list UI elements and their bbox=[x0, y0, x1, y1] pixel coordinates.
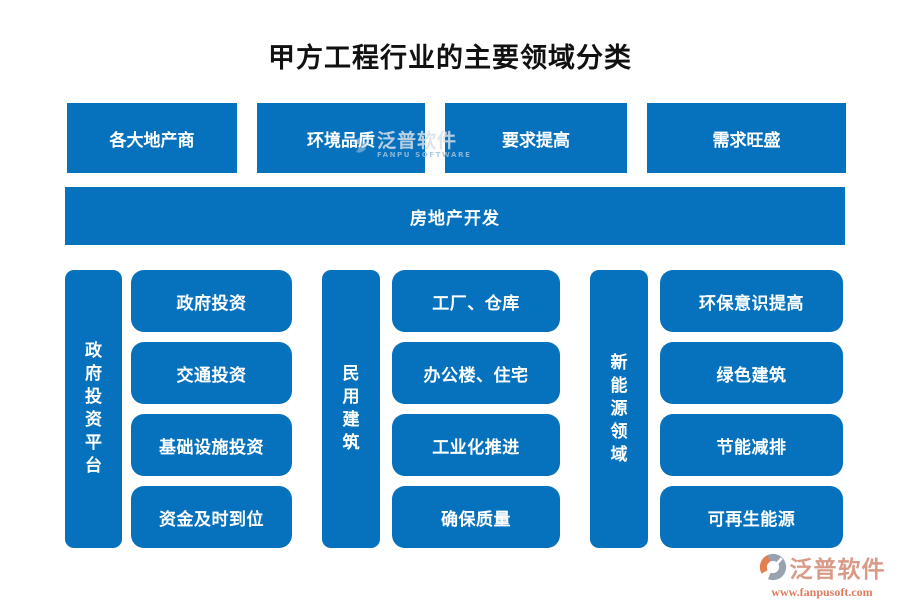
fanpu-logo-icon bbox=[759, 553, 786, 581]
section-label-government-investment-platform: 政府投资平台 bbox=[65, 270, 122, 548]
section-items-new-energy: 环保意识提高 绿色建筑 节能减排 可再生能源 bbox=[660, 270, 843, 548]
item-government-investment: 政府投资 bbox=[131, 270, 292, 332]
section-label-text: 新能源领域 bbox=[610, 352, 628, 465]
item-office-residential: 办公楼、住宅 bbox=[392, 342, 560, 404]
section-label-text: 民用建筑 bbox=[342, 364, 360, 453]
item-renewable-energy: 可再生能源 bbox=[660, 486, 843, 548]
item-transport-investment: 交通投资 bbox=[131, 342, 292, 404]
factor-box-developers: 各大地产商 bbox=[67, 103, 237, 173]
section-items-government: 政府投资 交通投资 基础设施投资 资金及时到位 bbox=[131, 270, 292, 548]
section-label-text: 政府投资平台 bbox=[85, 341, 102, 476]
section-label-civil-construction: 民用建筑 bbox=[322, 270, 380, 548]
item-green-building: 绿色建筑 bbox=[660, 342, 843, 404]
item-environmental-awareness: 环保意识提高 bbox=[660, 270, 843, 332]
item-industrialization: 工业化推进 bbox=[392, 414, 560, 476]
item-factory-warehouse: 工厂、仓库 bbox=[392, 270, 560, 332]
page-title: 甲方工程行业的主要领域分类 bbox=[268, 43, 632, 74]
logo-website-url: www.fanpusoft.com bbox=[771, 585, 873, 599]
section-label-new-energy: 新能源领域 bbox=[590, 270, 648, 548]
section-items-civil: 工厂、仓库 办公楼、住宅 工业化推进 确保质量 bbox=[392, 270, 560, 548]
top-factors-row: 各大地产商 环境品质 要求提高 需求旺盛 bbox=[67, 103, 846, 173]
factor-box-environment-quality: 环境品质 bbox=[257, 103, 425, 173]
fanpu-logo: 泛普软件 www.fanpusoft.com bbox=[747, 550, 897, 600]
banner-real-estate-development: 房地产开发 bbox=[65, 187, 845, 245]
item-infrastructure-investment: 基础设施投资 bbox=[131, 414, 292, 476]
item-energy-saving: 节能减排 bbox=[660, 414, 843, 476]
factor-box-higher-requirements: 要求提高 bbox=[445, 103, 627, 173]
item-quality-assurance: 确保质量 bbox=[392, 486, 560, 548]
factor-box-strong-demand: 需求旺盛 bbox=[647, 103, 846, 173]
logo-company-name: 泛普软件 bbox=[789, 557, 886, 583]
item-funds-on-time: 资金及时到位 bbox=[131, 486, 292, 548]
